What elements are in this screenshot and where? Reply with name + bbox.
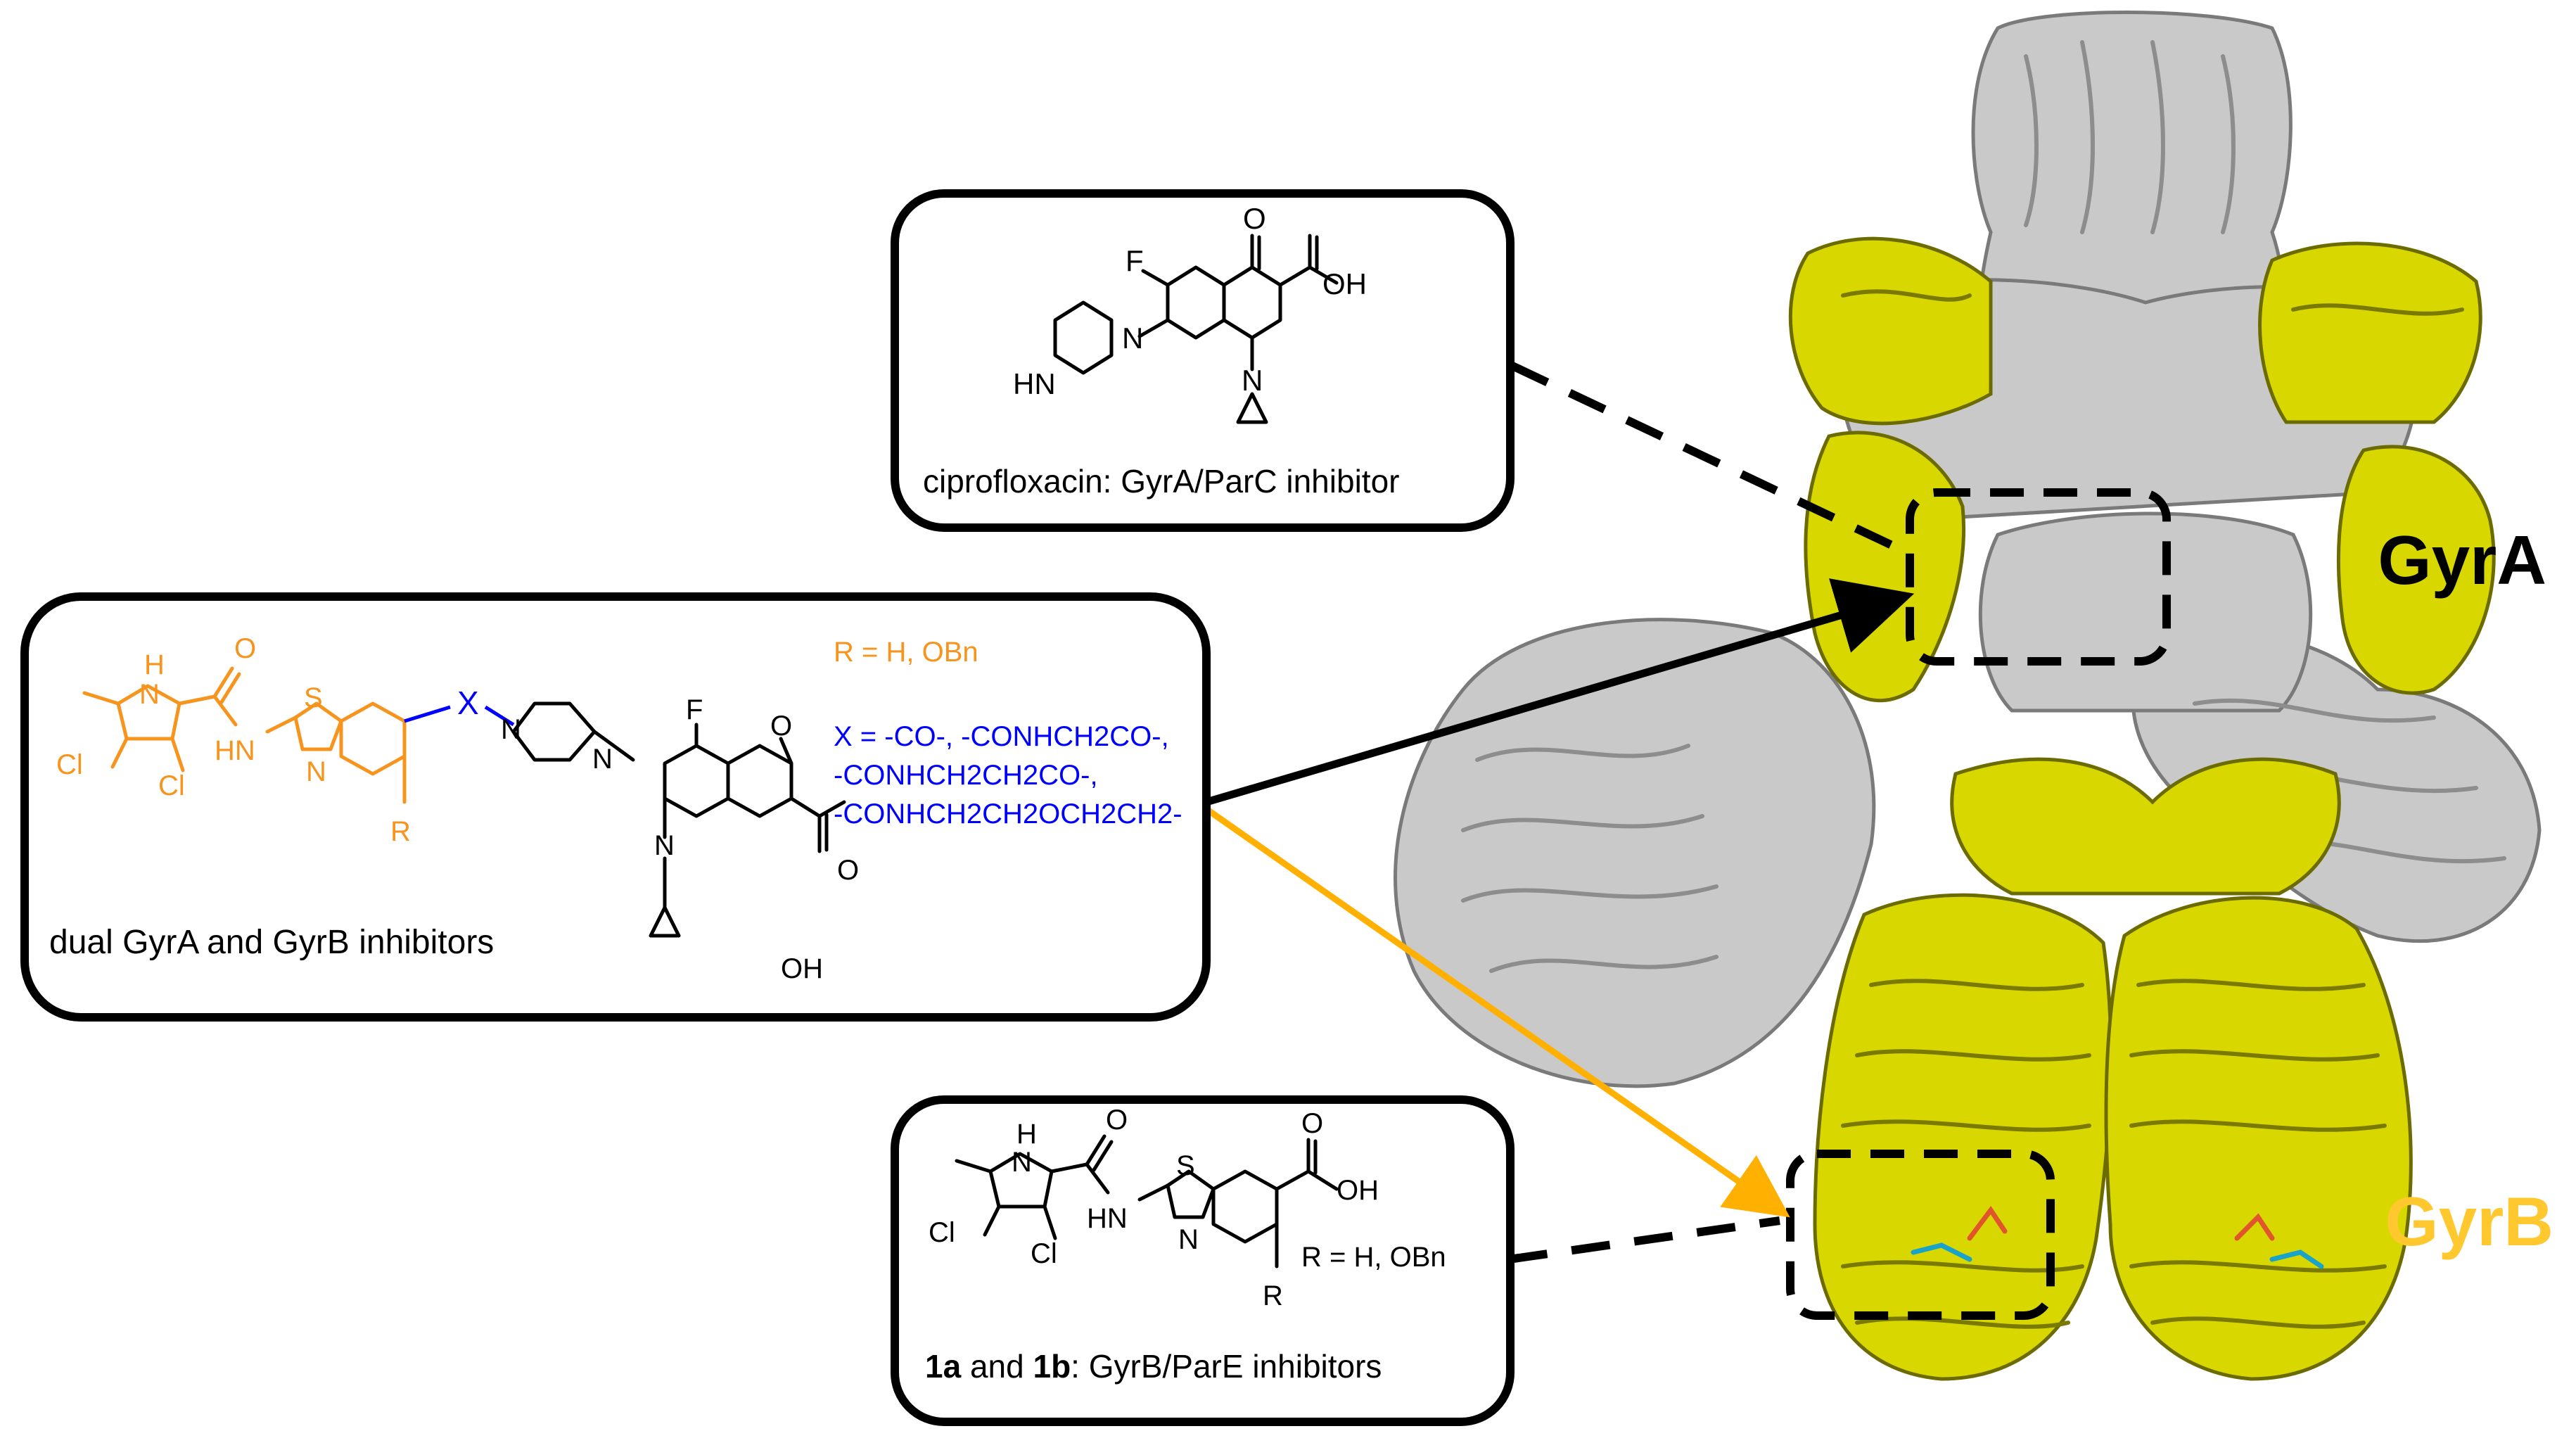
dual-x-line-1: X = -CO-, -CONHCH2CO-, — [834, 721, 1169, 752]
dual-black-fragment — [511, 701, 846, 938]
dual-inhibitor-box: H N O Cl Cl HN S N R X N N F O N O OH R … — [20, 592, 1211, 1022]
svg-text:Cl: Cl — [56, 749, 83, 780]
ciprofloxacin-atoms: O OH F N N HN — [1013, 202, 1367, 400]
svg-text:F: F — [1126, 244, 1144, 277]
svg-text:N: N — [654, 830, 675, 861]
svg-text:N: N — [592, 744, 613, 775]
dual-to-gyra-arrow — [1205, 578, 1915, 806]
gyrb-inh-atoms: H N O Cl Cl HN S N R O OH — [929, 1105, 1379, 1311]
svg-text:N: N — [501, 714, 521, 745]
svg-text:Cl: Cl — [158, 770, 185, 801]
svg-text:O: O — [234, 633, 256, 664]
dual-x-line-2: -CONHCH2CH2CO-, — [834, 760, 1098, 791]
svg-text:S: S — [1176, 1150, 1195, 1181]
svg-text:F: F — [686, 694, 703, 725]
cipro-dashed-connector — [1510, 362, 1901, 553]
gyrb-inh-structure — [955, 1134, 1339, 1268]
svg-text:Cl: Cl — [1031, 1238, 1057, 1269]
ciprofloxacin-caption: ciprofloxacin: GyrA/ParC inhibitor — [923, 463, 1399, 500]
svg-text:OH: OH — [1322, 267, 1367, 300]
gyra-binding-site-box — [1906, 488, 2171, 666]
svg-text:N: N — [1178, 1224, 1199, 1255]
svg-text:R: R — [390, 816, 411, 847]
svg-text:N: N — [1122, 322, 1143, 355]
svg-text:N: N — [306, 756, 326, 787]
dual-atoms: H N O Cl Cl HN S N R X N N F O N O OH — [56, 633, 859, 984]
svg-text:O: O — [1301, 1108, 1323, 1139]
svg-text:H: H — [144, 649, 165, 680]
gyrb-binding-site-box — [1786, 1150, 2055, 1320]
bound-ligands — [1911, 1205, 2324, 1269]
gyrb-inh-r-note: R = H, OBn — [1301, 1242, 1446, 1273]
dual-linker — [404, 705, 515, 727]
svg-text:S: S — [304, 682, 323, 713]
ciprofloxacin-structure — [1053, 234, 1339, 424]
svg-text:H: H — [1016, 1119, 1037, 1150]
dual-orange-fragment — [82, 666, 407, 804]
dual-r-note: R = H, OBn — [834, 637, 978, 668]
svg-text:N: N — [139, 679, 160, 710]
dual-x-line-3: -CONHCH2CH2OCH2CH2- — [834, 799, 1182, 829]
svg-text:R: R — [1263, 1280, 1283, 1311]
dual-caption: dual GyrA and GyrB inhibitors — [49, 924, 494, 961]
gyrb-inhibitor-box: H N O Cl Cl HN S N R O OH R = H, OBn 1a … — [891, 1095, 1515, 1426]
svg-text:O: O — [770, 711, 792, 742]
svg-text:O: O — [1243, 202, 1266, 235]
svg-text:OH: OH — [1337, 1175, 1379, 1206]
gyra-label: GyrA — [2378, 521, 2546, 599]
svg-text:HN: HN — [1087, 1203, 1128, 1234]
svg-text:O: O — [1106, 1105, 1128, 1136]
svg-text:HN: HN — [1013, 367, 1056, 400]
gyrb-inh-caption: 1a and 1b: GyrB/ParE inhibitors — [925, 1348, 1382, 1385]
gyrb-dashed-connector — [1508, 1216, 1780, 1264]
svg-text:HN: HN — [215, 735, 255, 766]
svg-text:O: O — [837, 855, 859, 886]
svg-text:N: N — [1242, 364, 1263, 397]
ciprofloxacin-box: O OH F N N HN ciprofloxacin: GyrA/ParC i… — [891, 189, 1515, 532]
svg-text:X: X — [457, 685, 479, 721]
svg-text:N: N — [1012, 1147, 1032, 1178]
dual-to-gyrb-arrow — [1204, 806, 1790, 1218]
gyrb-label: GyrB — [2385, 1183, 2553, 1260]
svg-text:Cl: Cl — [929, 1217, 955, 1248]
svg-text:OH: OH — [781, 953, 823, 984]
